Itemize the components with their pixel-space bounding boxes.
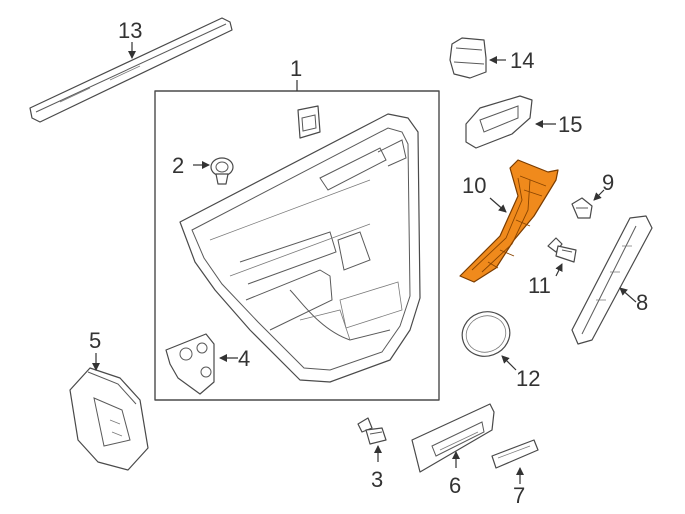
callout-10: 10 [462, 173, 486, 198]
round-cap-part [461, 311, 511, 357]
leader-8 [619, 287, 637, 303]
callout-11: 11 [528, 273, 551, 298]
callout-8: 8 [636, 290, 648, 315]
bracket-part [165, 333, 215, 395]
bolt-part [547, 237, 577, 263]
small-strip-part [491, 439, 539, 469]
leader-9 [593, 189, 605, 201]
callout-14: 14 [510, 48, 534, 73]
callout-2: 2 [172, 153, 184, 178]
speaker-module-part [69, 367, 149, 471]
callout-12: 12 [516, 366, 540, 391]
callout-15: 15 [558, 112, 582, 137]
callout-9: 9 [602, 170, 614, 195]
door-trim-panel-part [179, 113, 421, 383]
clip-part [571, 197, 593, 219]
screw-part [357, 417, 387, 445]
callout-1: 1 [290, 56, 302, 81]
callout-4: 4 [238, 346, 250, 371]
pull-handle-part [465, 95, 533, 149]
window-belt-strip-part [29, 17, 233, 123]
callout-13: 13 [118, 18, 142, 43]
callout-6: 6 [449, 473, 461, 498]
leader-11 [555, 263, 563, 277]
leader-10 [489, 197, 507, 213]
trim-clip-part [297, 105, 321, 139]
callout-5: 5 [89, 328, 101, 353]
callout-3: 3 [371, 467, 383, 492]
trim-garnish-part [571, 215, 653, 345]
trim-strip-part [411, 403, 495, 473]
leader-12 [501, 355, 517, 371]
door-handle-bracket-part [459, 159, 559, 283]
callout-7: 7 [513, 483, 525, 508]
push-retainer-part [210, 157, 234, 185]
window-switch-part [449, 37, 487, 79]
